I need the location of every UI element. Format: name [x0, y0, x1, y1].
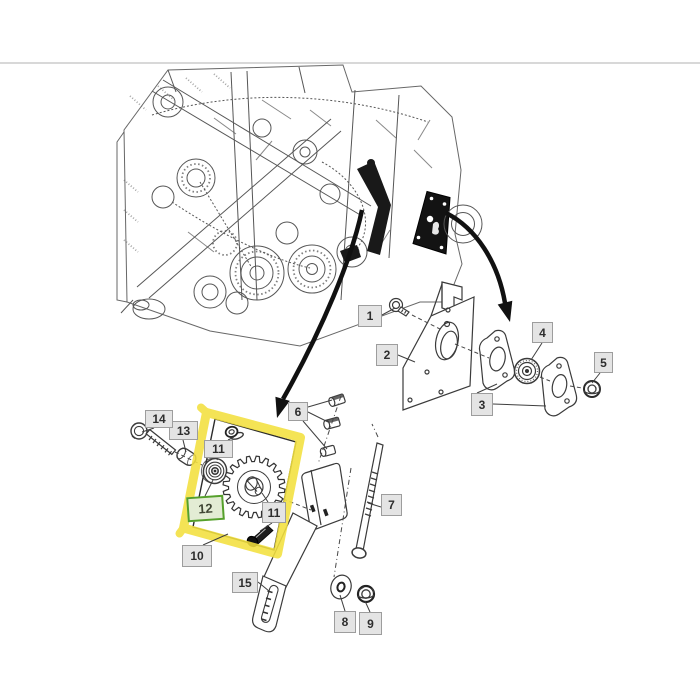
machine-sketch	[116, 64, 483, 347]
bracket-plate-group	[388, 281, 601, 417]
callout-13[interactable]: 13	[169, 421, 198, 440]
nut-9	[356, 584, 376, 604]
arrow-to-bracket-group	[444, 210, 513, 322]
image-top-edge	[0, 62, 700, 64]
callout-11-lower[interactable]: 11	[262, 502, 286, 523]
callout-3[interactable]: 3	[471, 393, 493, 416]
callout-6[interactable]: 6	[288, 402, 308, 421]
callout-7[interactable]: 7	[381, 494, 402, 516]
callout-5[interactable]: 5	[594, 352, 613, 373]
flange-right-3	[540, 356, 578, 417]
callout-14[interactable]: 14	[145, 410, 173, 428]
callout-11-upper[interactable]: 11	[204, 440, 233, 458]
callout-1[interactable]: 1	[358, 305, 382, 327]
tensioner-lever-dark	[340, 159, 391, 263]
bolt-1	[388, 297, 410, 317]
nut-5	[583, 380, 601, 398]
nut-11-upper	[224, 425, 244, 440]
selection-highlight	[175, 403, 305, 559]
callout-10[interactable]: 10	[182, 545, 212, 567]
callout-2[interactable]: 2	[376, 344, 398, 366]
callout-4[interactable]: 4	[532, 322, 553, 343]
sprocket-group	[130, 418, 297, 551]
callout-12-selected[interactable]: 12	[186, 494, 225, 523]
arrow-to-sprocket-group	[275, 209, 365, 418]
washer-8	[330, 574, 352, 600]
bushings-6	[319, 393, 346, 457]
leader-lines	[141, 307, 601, 613]
mount-plate-dark	[412, 190, 451, 255]
callout-15[interactable]: 15	[232, 572, 258, 593]
flange-left-3	[478, 329, 516, 391]
mounting-plate-2	[402, 281, 475, 411]
tension-arm-15	[251, 462, 348, 633]
bolt-7	[351, 442, 384, 559]
pulleys	[151, 86, 368, 315]
callout-8[interactable]: 8	[334, 611, 356, 633]
callout-9[interactable]: 9	[359, 612, 382, 635]
bearing-4	[513, 357, 541, 385]
adjuster-group	[251, 393, 384, 633]
